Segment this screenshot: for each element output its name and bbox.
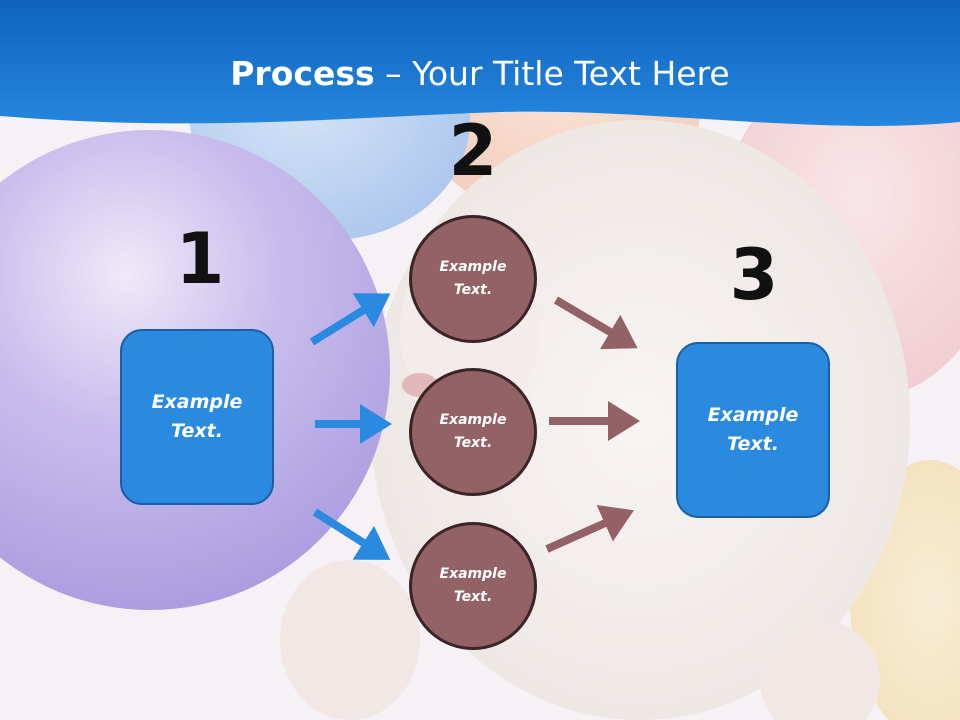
circle-node-2: Example Text.	[409, 368, 537, 496]
right-step-box: Example Text.	[676, 342, 830, 518]
left-step-box: Example Text.	[120, 329, 274, 505]
circle-node-3-text: Example Text.	[439, 566, 507, 605]
left-step-text: Example Text.	[151, 391, 243, 442]
arrow-to-circle-1	[309, 293, 391, 346]
arrow-to-circle-3	[312, 508, 391, 560]
page-title: Process – Your Title Text Here	[0, 52, 960, 96]
circle-node-1-text: Example Text.	[439, 259, 507, 298]
circle-node-1: Example Text.	[409, 215, 537, 343]
right-step-text: Example Text.	[707, 404, 799, 455]
circle-node-2-text: Example Text.	[439, 412, 507, 451]
header-band	[0, 0, 960, 126]
arrow-from-circle-3	[545, 504, 634, 553]
step-number-1: 1	[175, 218, 225, 300]
step-number-2: 2	[448, 110, 498, 192]
title-bold: Process	[230, 54, 375, 93]
circle-node-3: Example Text.	[409, 522, 537, 650]
step-number-3: 3	[729, 234, 779, 316]
arrow-from-circle-1	[553, 296, 638, 350]
title-rest: – Your Title Text Here	[374, 54, 730, 93]
